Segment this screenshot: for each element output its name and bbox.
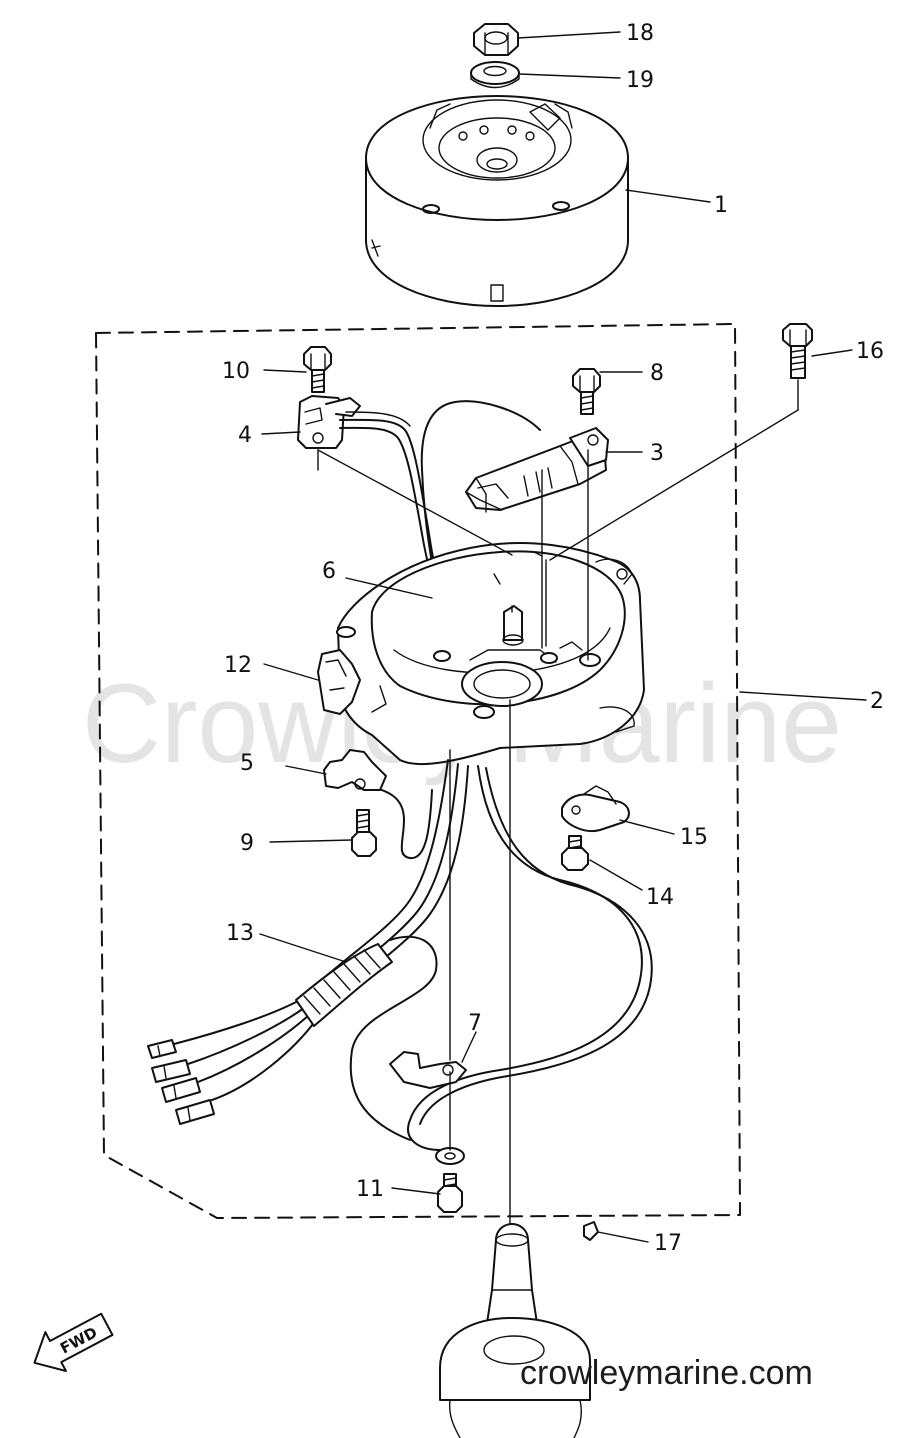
callout-4: 4 [238,423,252,448]
callout-2: 2 [870,689,884,714]
callout-15: 15 [680,825,708,850]
connector-1 [147,1039,177,1059]
callout-6: 6 [322,559,336,584]
part-16-bolt [782,323,813,379]
part-12-bracket [317,649,361,715]
wire-to-ground-a [407,765,643,1151]
leader-lines [259,31,867,1243]
part-9-bolt [351,809,377,857]
callout-3: 3 [650,441,664,466]
part-15-wire-clamp [561,785,630,832]
callout-12: 12 [224,653,252,678]
callout-13: 13 [226,921,254,946]
assembly-boundary [95,323,741,1219]
callout-7: 7 [468,1011,482,1036]
callout-19: 19 [626,68,654,93]
wire-main-harness-a [299,759,449,1001]
crankshaft [439,1223,591,1438]
part-2-stator-plate [336,542,645,766]
part-18-nut [473,23,519,56]
ground-terminal-hole [444,1152,456,1160]
part-17-key [583,1221,599,1241]
wire-to-ground-b [419,767,653,1125]
part-7-ground-plate [389,1051,467,1089]
connector-2 [151,1059,191,1083]
fwd-arrow-icon [33,1312,114,1372]
alignment-lines [317,379,799,1225]
callout-labels: 1 2 3 4 5 6 7 8 9 10 11 12 13 14 15 16 1… [222,21,884,1256]
part-5-clamp [323,749,387,791]
callout-11: 11 [356,1177,384,1202]
wire-loop-top [420,400,541,601]
callout-17: 17 [654,1231,682,1256]
callout-16: 16 [856,339,884,364]
part-11-screw [437,1173,463,1213]
callout-18: 18 [626,21,654,46]
connector-3 [161,1077,201,1103]
callout-8: 8 [650,361,664,386]
part-3-charge-coil [465,427,609,513]
callout-14: 14 [646,885,674,910]
fwd-arrow: FWD [33,1312,114,1372]
connector-4 [175,1099,215,1125]
part-8-bolt [572,368,601,415]
part-10-bolt [303,346,332,393]
callout-10: 10 [222,359,250,384]
part-14-screw [561,835,589,871]
wire-part5 [359,783,433,860]
watermark-url: crowleymarine.com [520,1354,813,1392]
callout-9: 9 [240,831,254,856]
part-1-flywheel [365,95,629,307]
part-19-washer [470,61,520,89]
wire-loop-left [349,935,438,1141]
part-13-wire-harness [147,943,393,1125]
callout-1: 1 [714,193,728,218]
callout-5: 5 [240,751,254,776]
